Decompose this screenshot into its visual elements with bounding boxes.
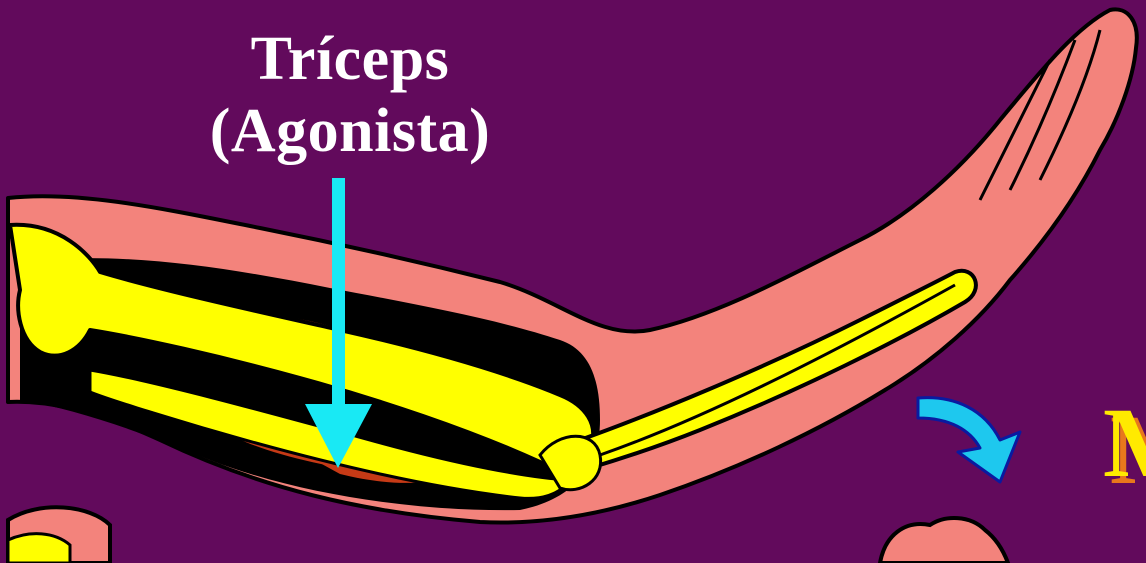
curved-arrow	[918, 398, 1020, 482]
triceps-label-line2: (Agonista)	[180, 100, 520, 162]
triceps-label-line1: Tríceps	[180, 28, 520, 90]
fist-fragment	[880, 518, 1008, 563]
cut-off-heading-text: M	[1103, 393, 1146, 493]
